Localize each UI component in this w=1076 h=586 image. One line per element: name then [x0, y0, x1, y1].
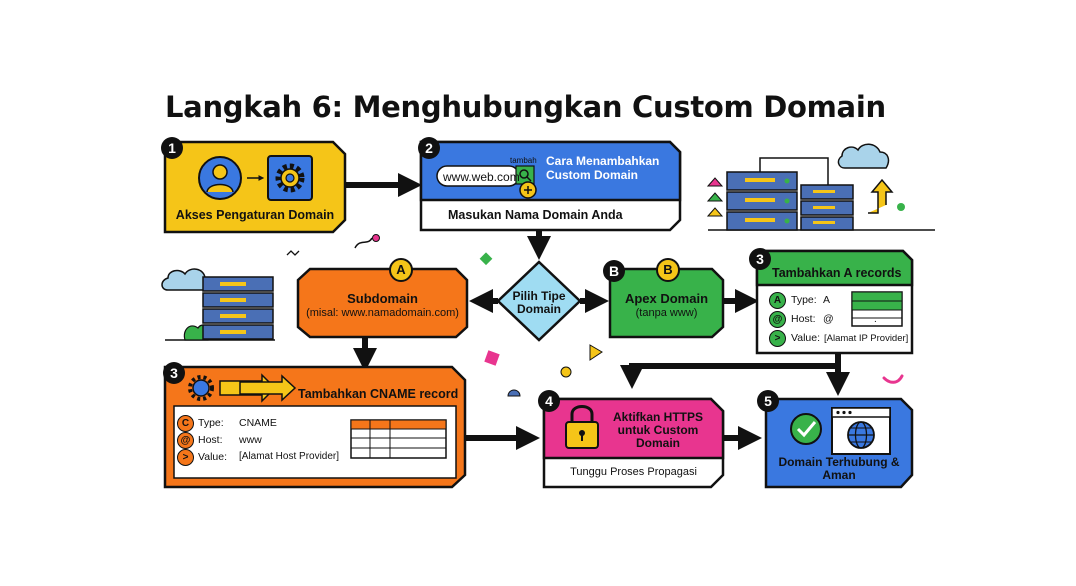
a-records-value-val: [Alamat IP Provider] — [824, 333, 909, 344]
confetti-decoration — [286, 234, 904, 397]
a-records-type-val: A — [823, 294, 831, 306]
subdomain-example: (misal: www.namadomain.com) — [306, 307, 459, 319]
subdomain-box — [296, 267, 469, 339]
cname-host-key: Host: — [198, 434, 223, 446]
cname-type-val: CNAME — [239, 417, 277, 429]
step-5-number: 5 — [757, 390, 779, 412]
step-3-cname-number: 3 — [163, 362, 185, 384]
step-1-box — [163, 140, 347, 234]
apex-subtitle: (tanpa www) — [635, 307, 698, 319]
step-2-box — [419, 140, 682, 232]
choice-label: Pilih Tipe Domain — [512, 289, 566, 316]
a-records-host-key: Host: — [791, 313, 816, 325]
page-title: Langkah 6: Menghubungkan Custom Domain — [165, 90, 886, 124]
server-rack-illustration-right — [706, 143, 935, 231]
cname-host-icon: @ — [177, 432, 194, 449]
lock-icon — [570, 405, 594, 424]
cname-value-val: [Alamat Host Provider] — [239, 451, 340, 462]
cname-host-val: www — [239, 434, 262, 446]
apex-domain-box — [608, 267, 725, 339]
a-records-table-dot: . — [874, 314, 877, 325]
https-label: Tunggu Proses Propagasi — [570, 466, 697, 478]
cname-heading: Tambahkan CNAME record — [298, 387, 459, 401]
apex-badge: B — [656, 258, 680, 282]
subdomain-title: Subdomain — [347, 291, 418, 306]
step-2-heading: Cara Menambahkan Custom Domain — [546, 154, 660, 182]
a-records-type-key: Type: — [791, 294, 817, 306]
cname-gear-icon — [188, 375, 214, 401]
cname-type-icon: C — [177, 415, 194, 432]
a-records-host-icon: @ — [769, 311, 786, 328]
a-records-box — [755, 249, 914, 355]
connector-arrows — [345, 173, 850, 450]
https-heading: Aktifkan HTTPS untuk Custom Domain — [612, 410, 703, 450]
step-2-number: 2 — [418, 137, 440, 159]
a-records-host-val: @ — [823, 313, 834, 325]
cname-type-key: Type: — [198, 417, 224, 429]
step-1-number: 1 — [161, 137, 183, 159]
a-records-heading: Tambahkan A records — [772, 266, 902, 280]
cname-box — [163, 365, 467, 489]
step-3-a-number: 3 — [749, 248, 771, 270]
done-label: Domain Terhubung & Aman — [778, 455, 900, 482]
cname-value-icon: > — [177, 449, 194, 466]
subdomain-badge: A — [389, 258, 413, 282]
https-box — [542, 397, 725, 489]
cname-value-key: Value: — [198, 451, 227, 463]
tambah-tooltip: tambah — [510, 156, 537, 165]
a-records-value-icon: > — [769, 330, 786, 347]
apex-option-letter: B — [603, 260, 625, 282]
a-records-type-icon: A — [769, 292, 786, 309]
server-rack-illustration-left — [161, 268, 275, 341]
arrow-a-records-to-https — [620, 353, 841, 389]
step-1-label: Akses Pengaturan Domain — [175, 208, 335, 222]
done-box — [764, 397, 914, 489]
check-icon — [790, 413, 822, 445]
url-field-text: www.web.com — [443, 170, 520, 184]
a-records-value-key: Value: — [791, 332, 820, 344]
apex-title: Apex Domain — [624, 291, 709, 306]
step-4-number: 4 — [538, 390, 560, 412]
step-2-label: Masukan Nama Domain Anda — [448, 208, 623, 222]
choice-diamond — [496, 260, 582, 342]
